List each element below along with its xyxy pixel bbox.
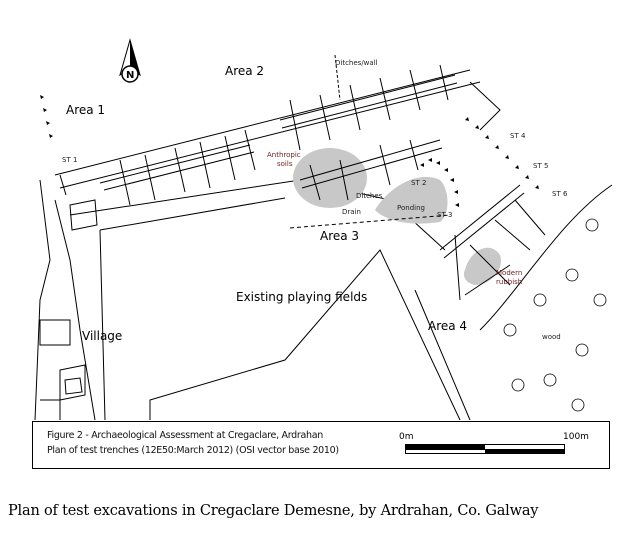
st5-label: ST 5 <box>533 162 548 170</box>
legend-title: Figure 2 - Archaeological Assessment at … <box>47 430 324 441</box>
scale-bar <box>405 444 565 454</box>
north-label: N <box>126 70 134 81</box>
ditches-label: Ditches <box>356 192 383 200</box>
area-4-label: Area 4 <box>428 319 467 333</box>
st4-label: ST 4 <box>510 132 526 140</box>
village-label: Village <box>82 329 122 343</box>
modern-label: Modern <box>496 269 522 277</box>
scale-end-label: 100m <box>563 432 589 442</box>
ditches-wall-label: Ditches/wall <box>335 59 378 67</box>
site-plan-map: N Area 1 Area 2 Area 3 Area 4 Ditches/wa… <box>34 38 613 421</box>
area-2-label: Area 2 <box>225 64 264 78</box>
area-1-label: Area 1 <box>66 103 105 117</box>
st6-label: ST 6 <box>552 190 568 198</box>
test-trenches <box>99 54 546 301</box>
soils-label: soils <box>277 160 293 168</box>
scale-start-label: 0m <box>399 432 414 442</box>
rubbish-label: rubbish <box>496 278 522 286</box>
st1-label: ST 1 <box>62 156 77 164</box>
legend-subtitle: Plan of test trenches (12E50:March 2012)… <box>47 445 339 456</box>
ponding-label: Ponding <box>397 204 425 212</box>
playing-fields-label: Existing playing fields <box>236 290 367 304</box>
figure-caption: Plan of test excavations in Cregaclare D… <box>8 503 539 519</box>
drain-label: Drain <box>342 208 361 216</box>
shaded-areas <box>293 148 501 285</box>
tree-symbols <box>503 218 607 412</box>
map-legend: Figure 2 - Archaeological Assessment at … <box>32 421 610 469</box>
anthropic-label: Anthropic <box>267 151 301 159</box>
north-arrow-icon <box>119 38 141 83</box>
st3-label: ST 3 <box>437 211 452 219</box>
st2-label: ST 2 <box>411 179 426 187</box>
area-3-label: Area 3 <box>320 229 359 243</box>
wood-label: wood <box>542 333 561 341</box>
drain-line <box>289 214 451 229</box>
